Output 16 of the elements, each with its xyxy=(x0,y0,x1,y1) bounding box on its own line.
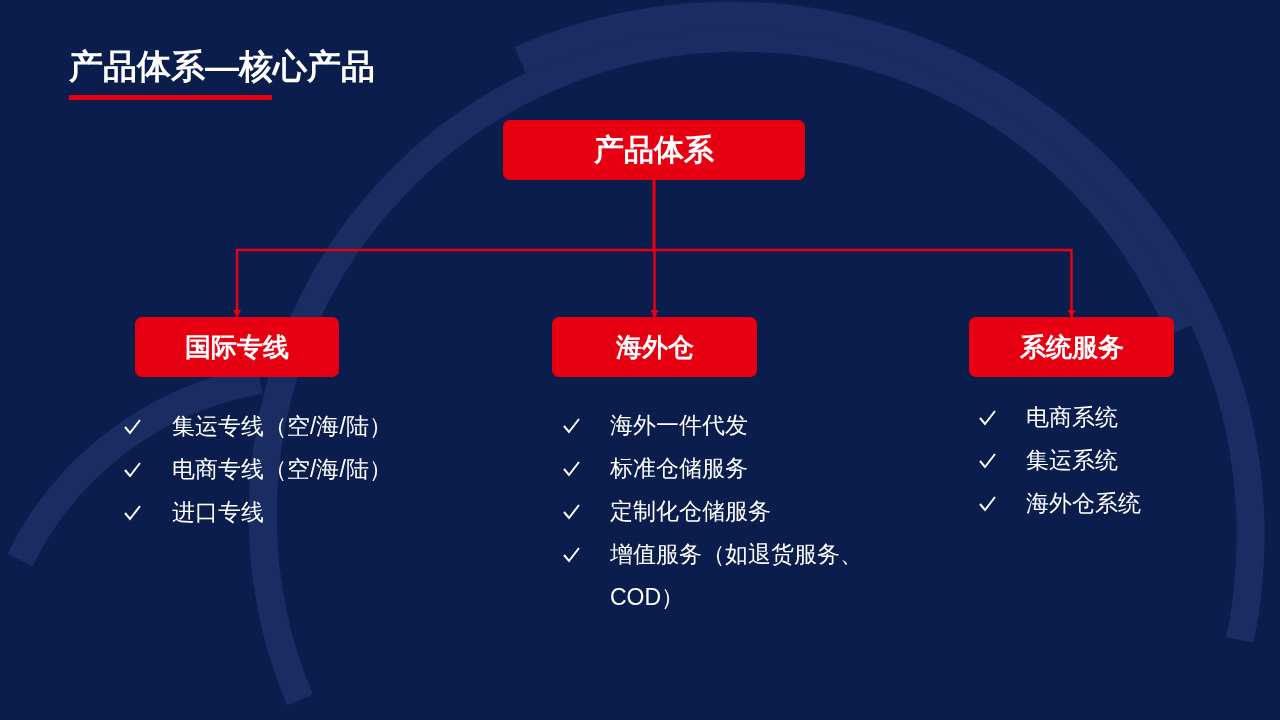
category-box: 国际专线 xyxy=(135,317,339,377)
list-item: 定制化仓储服务 xyxy=(610,497,772,526)
arrow xyxy=(652,180,1076,318)
category-box: 产品体系 xyxy=(503,120,805,180)
category-box: 系统服务 xyxy=(969,317,1174,377)
list-item: 集运系统 xyxy=(1026,446,1119,475)
title: 产品体系—核心产品 xyxy=(69,46,375,87)
list-item: 电商系统 xyxy=(1026,403,1119,432)
category-box: 海外仓 xyxy=(552,317,757,377)
list-item: 进口专线 xyxy=(172,498,265,527)
list-item: 电商专线（空/海/陆） xyxy=(172,455,393,484)
list-item: 海外仓系统 xyxy=(1026,489,1142,518)
list-item: 增值服务（如退货服务、COD） xyxy=(610,540,864,612)
list-item: 集运专线（空/海/陆） xyxy=(172,412,393,441)
list-item: 标准仓储服务 xyxy=(610,454,749,483)
list-item: 海外一件代发 xyxy=(610,411,749,440)
